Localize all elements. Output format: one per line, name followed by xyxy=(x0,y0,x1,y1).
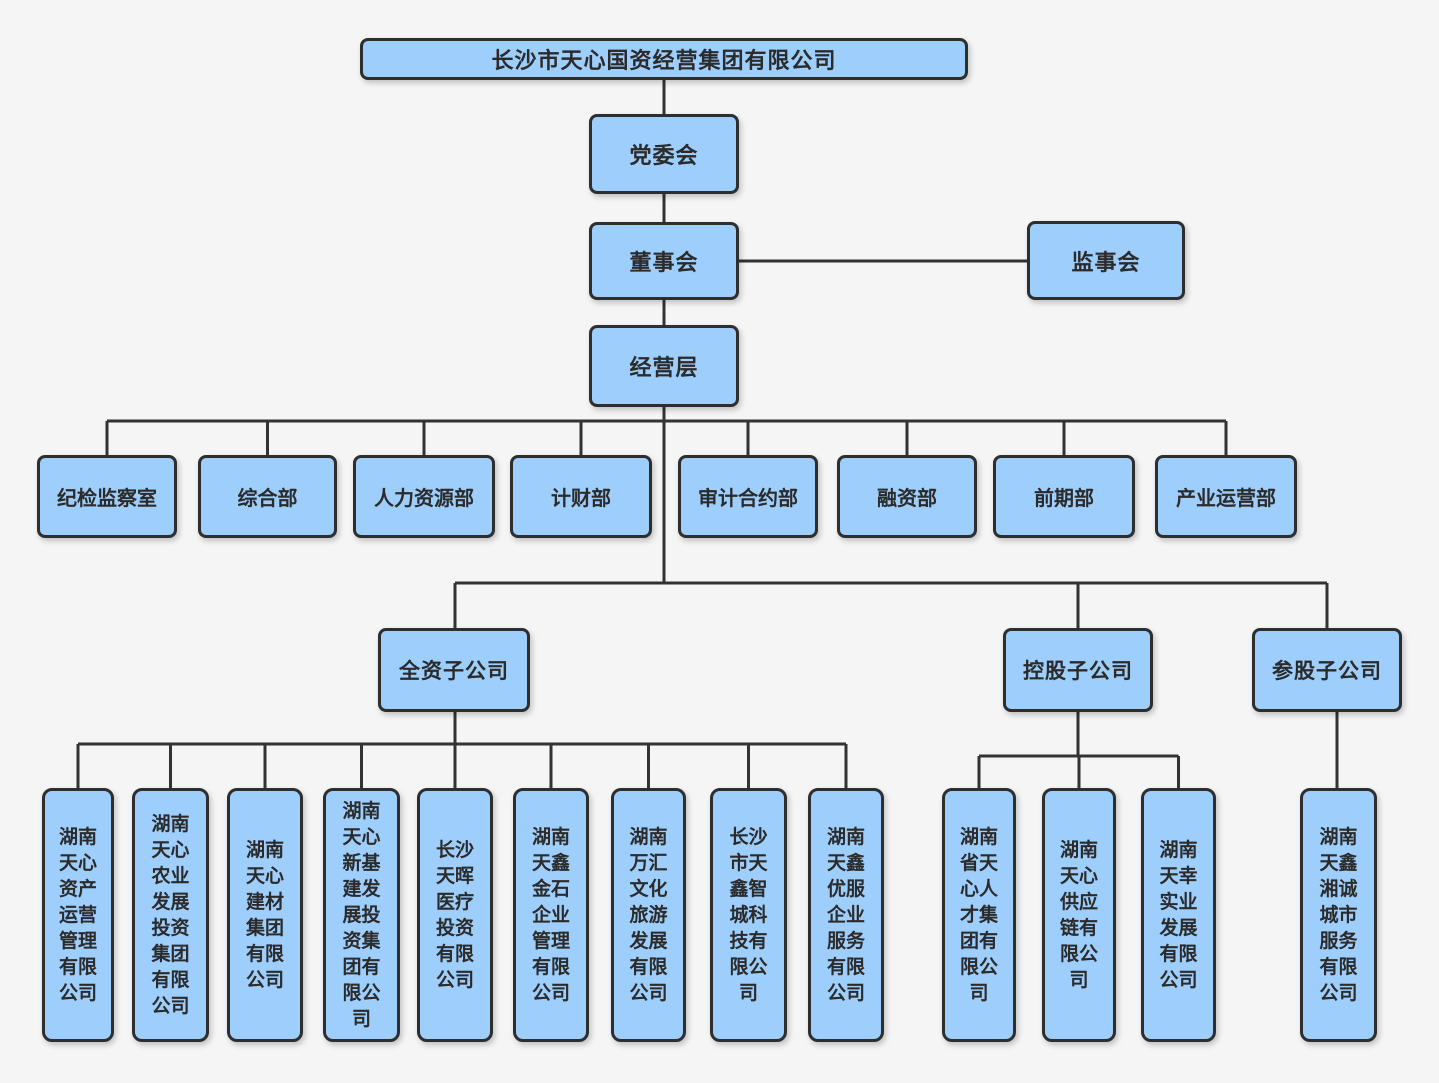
company-holding-3: 湖南天幸实业发展有限公司 xyxy=(1141,788,1216,1042)
management-level: 经营层 xyxy=(589,325,739,407)
company-wholly-1: 湖南天心资产运营管理有限公司 xyxy=(42,788,114,1042)
group-holding: 控股子公司 xyxy=(1003,628,1153,712)
dept-finance-planning: 计财部 xyxy=(510,455,652,538)
dept-human-resources: 人力资源部 xyxy=(353,455,495,538)
company-holding-1: 湖南省天心人才集团有限公司 xyxy=(942,788,1016,1042)
company-wholly-9: 湖南天鑫优服企业服务有限公司 xyxy=(808,788,884,1042)
group-wholly-owned: 全资子公司 xyxy=(378,628,530,712)
company-wholly-7: 湖南万汇文化旅游发展有限公司 xyxy=(611,788,686,1042)
company-holding-2: 湖南天心供应链有限公司 xyxy=(1042,788,1116,1042)
org-root: 长沙市天心国资经营集团有限公司 xyxy=(360,38,968,80)
company-wholly-2: 湖南天心农业发展投资集团有限公司 xyxy=(132,788,209,1042)
dept-industry-operations: 产业运营部 xyxy=(1155,455,1297,538)
dept-general-affairs: 综合部 xyxy=(198,455,337,538)
dept-discipline-inspection: 纪检监察室 xyxy=(37,455,177,538)
company-wholly-8: 长沙市天鑫智城科技有限公司 xyxy=(710,788,787,1042)
company-wholly-5: 长沙天晖医疗投资有限公司 xyxy=(417,788,493,1042)
dept-audit-contract: 审计合约部 xyxy=(678,455,818,538)
supervisory-board: 监事会 xyxy=(1027,221,1185,300)
company-invested-1: 湖南天鑫湘诚城市服务有限公司 xyxy=(1300,788,1377,1042)
company-wholly-3: 湖南天心建材集团有限公司 xyxy=(227,788,303,1042)
company-wholly-4: 湖南天心新基建发展投资集团有限公司 xyxy=(323,788,400,1042)
party-committee: 党委会 xyxy=(589,114,739,194)
company-wholly-6: 湖南天鑫金石企业管理有限公司 xyxy=(513,788,589,1042)
dept-financing: 融资部 xyxy=(837,455,977,538)
dept-preliminary: 前期部 xyxy=(993,455,1135,538)
board-of-directors: 董事会 xyxy=(589,222,739,300)
group-invested: 参股子公司 xyxy=(1252,628,1402,712)
